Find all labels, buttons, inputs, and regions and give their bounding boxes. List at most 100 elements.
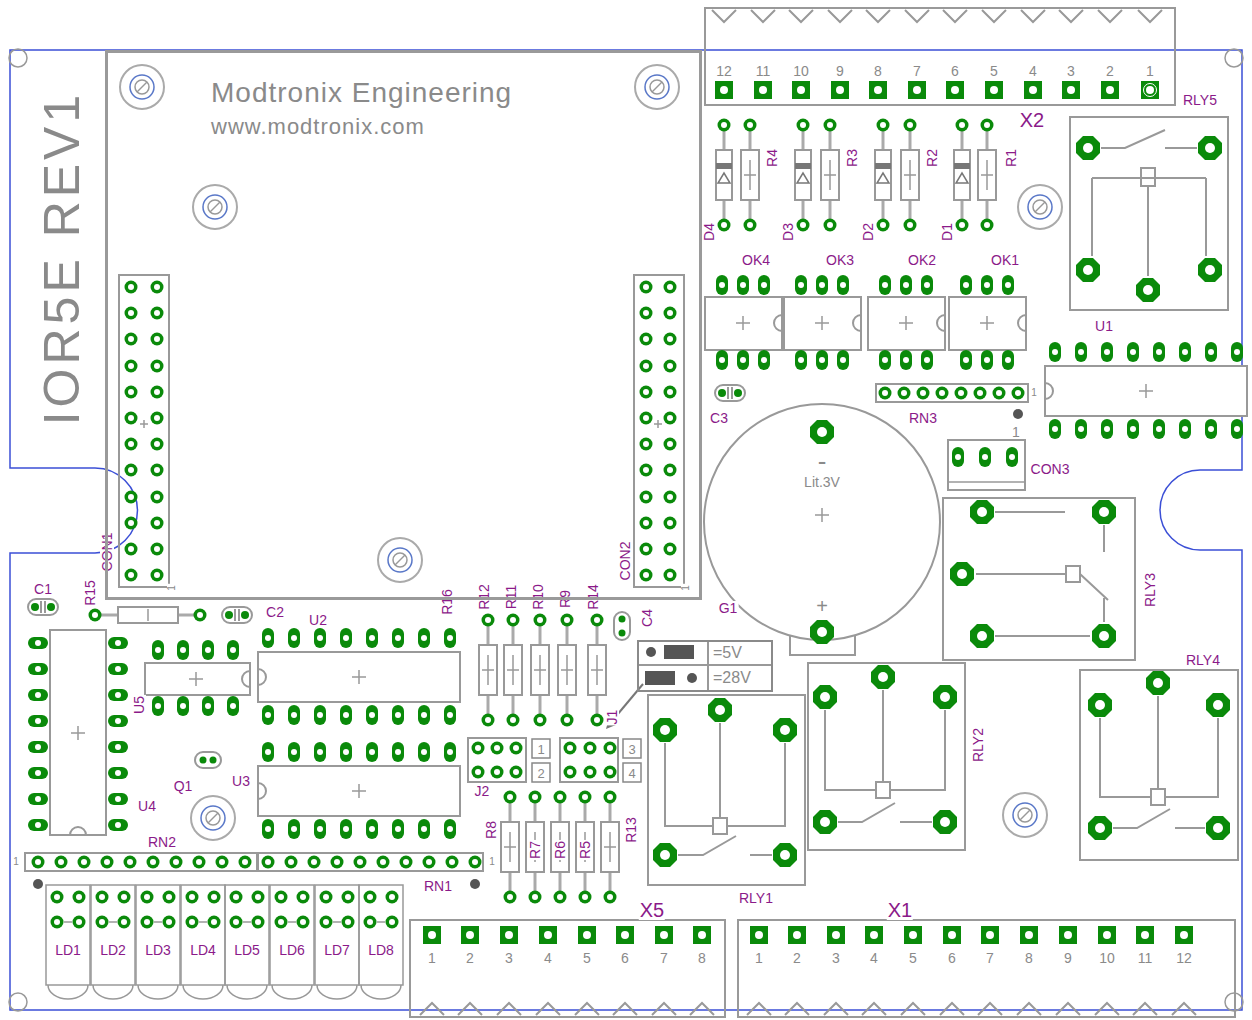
part-label: U1 xyxy=(1094,319,1114,333)
part-label: R10 xyxy=(531,583,545,611)
part-label: LD7 xyxy=(323,943,351,957)
pin-number: 3 xyxy=(831,951,841,965)
pin-number: 1 xyxy=(427,951,437,965)
part-label: R16 xyxy=(440,588,454,616)
part-label: - xyxy=(817,448,828,474)
pin-number: 2 xyxy=(792,951,802,965)
pin-number: 1 xyxy=(536,743,545,756)
pin-number: 8 xyxy=(873,64,883,78)
pin-number: 3 xyxy=(504,951,514,965)
part-label: OK2 xyxy=(907,253,937,267)
part-label: CON3 xyxy=(1030,462,1071,476)
part-label: LD4 xyxy=(189,943,217,957)
part-label: R11 xyxy=(504,584,518,611)
part-label: D1 xyxy=(940,222,954,242)
module-board: Modtronix Engineering www.modtronix.com xyxy=(105,50,702,600)
part-label: RLY4 xyxy=(1185,653,1221,667)
part-label: + xyxy=(815,596,829,616)
pin-number: 1 xyxy=(1011,425,1021,439)
pin-number: 2 xyxy=(1105,64,1115,78)
pin-number: 2 xyxy=(465,951,475,965)
part-label: D2 xyxy=(861,222,875,242)
part-label: RN1 xyxy=(423,879,453,893)
part-label: Q1 xyxy=(173,779,194,793)
pin-number: 1 xyxy=(1145,64,1155,78)
part-label: LD5 xyxy=(233,943,261,957)
part-label: OK1 xyxy=(990,253,1020,267)
part-label: J2 xyxy=(474,784,491,798)
part-label: RLY2 xyxy=(971,727,985,763)
pin-number: 1 xyxy=(754,951,764,965)
pin-number: 12 xyxy=(715,64,733,78)
part-label: X1 xyxy=(887,900,913,920)
pin-number: 8 xyxy=(697,951,707,965)
part-label: X5 xyxy=(639,900,665,920)
part-label: RN2 xyxy=(147,835,177,849)
part-label: R4 xyxy=(765,148,779,168)
part-label: OK4 xyxy=(741,253,771,267)
part-label: Lit.3V xyxy=(803,475,841,489)
part-label: R2 xyxy=(925,148,939,168)
pin-number: 7 xyxy=(659,951,669,965)
part-label: D3 xyxy=(781,222,795,242)
pin-number: 4 xyxy=(627,767,636,780)
part-label: R1 xyxy=(1004,148,1018,168)
pin-number: 1 xyxy=(167,584,177,592)
pin-number: 8 xyxy=(1024,951,1034,965)
part-label: G1 xyxy=(718,601,739,615)
jumper-legend-box: =5V =28V xyxy=(637,640,773,692)
part-label: CON2 xyxy=(618,541,632,582)
part-label: LD6 xyxy=(278,943,306,957)
part-label: R7 xyxy=(528,840,542,860)
part-label: U5 xyxy=(132,695,146,715)
part-label: LD8 xyxy=(367,943,395,957)
pin-number: 1 xyxy=(681,584,691,592)
pin-number: 6 xyxy=(947,951,957,965)
pin-number: 1 xyxy=(488,857,496,867)
pin-number: 2 xyxy=(536,767,545,780)
part-label: R8 xyxy=(484,820,498,840)
pin-number: 11 xyxy=(755,64,772,78)
part-label: RN3 xyxy=(908,411,938,425)
part-label: C3 xyxy=(709,411,729,425)
pin-number: 1 xyxy=(1030,388,1038,398)
part-label: D4 xyxy=(702,222,716,242)
part-label: LD3 xyxy=(144,943,172,957)
part-label: R5 xyxy=(578,840,592,860)
pin-number: 5 xyxy=(989,64,999,78)
part-label: R13 xyxy=(624,816,638,844)
part-label: C2 xyxy=(265,605,285,619)
part-label: X2 xyxy=(1019,110,1045,130)
pin-number: 4 xyxy=(1028,64,1038,78)
board-name: IOR5E REV1 xyxy=(37,90,87,427)
pin-number: 7 xyxy=(985,951,995,965)
part-label: R12 xyxy=(477,583,491,611)
part-label: C4 xyxy=(640,608,654,628)
part-label: U3 xyxy=(231,774,251,788)
part-label: R14 xyxy=(586,583,600,611)
part-label: RLY5 xyxy=(1182,93,1218,107)
part-label: R15 xyxy=(83,579,97,607)
pin-number: 3 xyxy=(1066,64,1076,78)
node-text: =28V xyxy=(713,669,751,687)
pin-number: 9 xyxy=(835,64,845,78)
pin-number: 3 xyxy=(627,743,636,756)
part-label: RLY3 xyxy=(1143,572,1157,608)
node-text: www.modtronix.com xyxy=(211,115,425,139)
pin-number: 11 xyxy=(1137,951,1154,965)
part-label: R6 xyxy=(553,840,567,860)
pin-number: 6 xyxy=(620,951,630,965)
node-text: Modtronix Engineering xyxy=(211,78,512,109)
pin-number: 6 xyxy=(950,64,960,78)
pin-number: 10 xyxy=(792,64,810,78)
node-text: =5V xyxy=(713,644,742,662)
pin-number: 9 xyxy=(1063,951,1073,965)
part-label: U2 xyxy=(308,613,328,627)
part-label: U4 xyxy=(137,799,157,813)
part-label: OK3 xyxy=(825,253,855,267)
pin-number: 4 xyxy=(869,951,879,965)
part-label: R3 xyxy=(845,148,859,168)
pin-number: 4 xyxy=(543,951,553,965)
